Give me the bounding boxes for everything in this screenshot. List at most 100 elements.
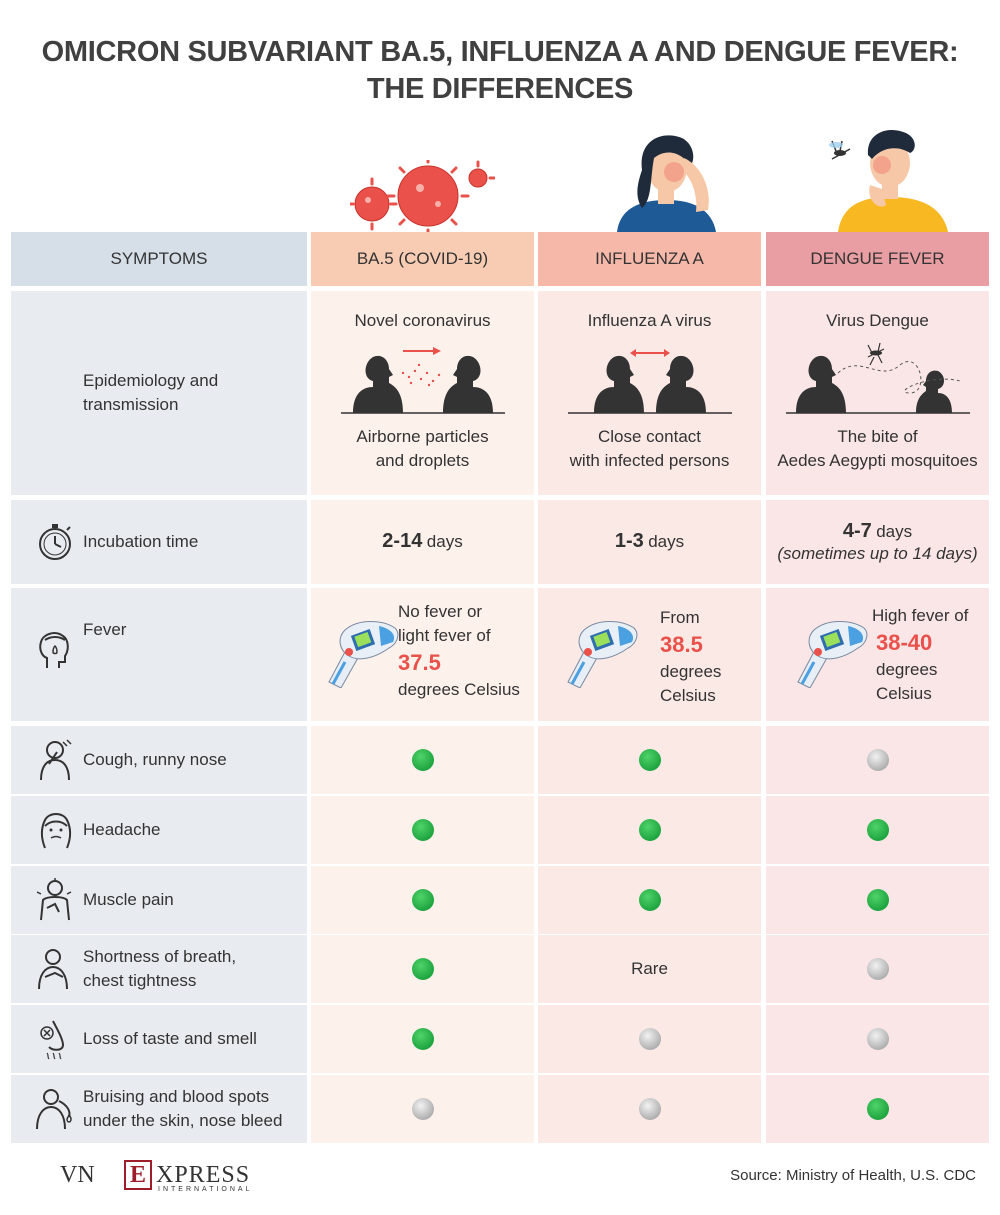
- symptom-col1-cell: [311, 935, 534, 1003]
- symptom-col2-cell: [538, 866, 761, 934]
- symptom-row-label: Cough, runny nose: [11, 726, 307, 794]
- row-epidemiology-label: Epidemiology and transmission: [11, 291, 307, 495]
- fever-influenza-line-2: degrees: [660, 662, 722, 681]
- fever-dengue-line-1: High fever of: [872, 606, 969, 625]
- symptom-col2-cell: [538, 1075, 761, 1143]
- symptom-col3-cell: [766, 935, 989, 1003]
- mosquito-bite-man-illustration: [829, 129, 948, 232]
- symptom-col3-cell: [766, 796, 989, 864]
- symptom-col1-cell: [311, 1005, 534, 1073]
- symptom-row-label: Headache: [11, 796, 307, 864]
- title-line-1: OMICRON SUBVARIANT BA.5, INFLUENZA A AND…: [41, 36, 959, 68]
- header-ba5: BA.5 (COVID-19): [311, 232, 534, 286]
- thermometer-icon: [328, 621, 399, 688]
- symptom-col3-cell: [766, 726, 989, 794]
- fever-label: Fever: [83, 620, 127, 639]
- symptom-col1-cell: [311, 796, 534, 864]
- headache-icon: [41, 813, 71, 849]
- incubation-dengue-unit: days: [876, 522, 913, 541]
- incubation-ba5-cell: 2-14 days: [311, 500, 534, 584]
- symptom-col2-cell: [538, 726, 761, 794]
- thermometer-icon: [567, 621, 638, 688]
- incubation-ba5-value: 2-14: [382, 530, 423, 552]
- symptom-label-line-1: Headache: [83, 820, 161, 839]
- fever-influenza-line-3: Celsius: [660, 686, 716, 705]
- epidemiology-dengue-mode-line-2: Aedes Aegypti mosquitoes: [777, 451, 978, 470]
- coronavirus-illustration: [350, 160, 495, 240]
- fever-dengue-line-2: degrees: [876, 660, 938, 679]
- absent-dot-icon: [866, 958, 889, 980]
- present-dot-icon: [411, 1028, 434, 1050]
- epidemiology-influenza-mode-line-2: with infected persons: [569, 451, 730, 470]
- header-dengue-label: DENGUE FEVER: [810, 249, 945, 268]
- absent-dot-icon: [866, 1028, 889, 1050]
- present-dot-icon: [411, 958, 434, 980]
- logo-vn: VN: [60, 1162, 95, 1188]
- incubation-influenza-cell: 1-3 days: [538, 500, 761, 584]
- epidemiology-dengue-agent: Virus Dengue: [826, 311, 929, 330]
- incubation-label: Incubation time: [83, 532, 199, 551]
- source-note: Source: Ministry of Health, U.S. CDC: [730, 1167, 976, 1184]
- nose-icon: [40, 1020, 65, 1060]
- logo-xpress: XPRESS: [156, 1162, 251, 1188]
- fever-influenza-value: 38.5: [660, 632, 703, 657]
- epidemiology-influenza-cell: Influenza A virus Close contact with inf…: [538, 291, 761, 495]
- symptom-col2-cell: [538, 796, 761, 864]
- title-line-2: THE DIFFERENCES: [366, 73, 634, 105]
- fever-dengue-line-3: Celsius: [876, 684, 932, 703]
- present-dot-icon: [638, 749, 661, 771]
- epidemiology-dengue-mode-line-1: The bite of: [837, 427, 918, 446]
- row-incubation-label: Incubation time: [11, 500, 307, 584]
- incubation-influenza-unit: days: [648, 532, 685, 551]
- incubation-dengue-cell: 4-7 days (sometimes up to 14 days): [766, 500, 989, 584]
- page-title: OMICRON SUBVARIANT BA.5, INFLUENZA A AND…: [0, 34, 1000, 108]
- fever-dengue-value: 38-40: [876, 630, 933, 655]
- incubation-ba5-unit: days: [426, 532, 463, 551]
- symptom-row-label: Loss of taste and smell: [11, 1005, 307, 1073]
- symptom-label-line-1: Muscle pain: [83, 890, 174, 909]
- header-ba5-label: BA.5 (COVID-19): [356, 249, 489, 268]
- present-dot-icon: [411, 819, 434, 841]
- mosquito-transmission-icon: [785, 343, 970, 414]
- symptom-row-label: Muscle pain: [11, 866, 307, 934]
- epidemiology-ba5-mode-line-2: and droplets: [375, 451, 470, 470]
- symptom-col2-cell: Rare: [538, 935, 761, 1003]
- headache-woman-illustration: [617, 135, 716, 232]
- symptom-label-line-2: under the skin, nose bleed: [83, 1111, 283, 1130]
- symptom-label-line-1: Bruising and blood spots: [83, 1087, 270, 1106]
- airborne-transmission-icon: [340, 347, 505, 414]
- symptom-col1-cell: [311, 726, 534, 794]
- fever-face-icon: [39, 632, 69, 668]
- epidemiology-label-line-2: transmission: [83, 395, 179, 414]
- present-dot-icon: [866, 889, 889, 911]
- chest-pain-icon: [38, 949, 68, 990]
- present-dot-icon: [638, 889, 661, 911]
- vnexpress-logo: VN E XPRESS INTERNATIONAL: [60, 1160, 280, 1194]
- fever-influenza-line-1: From: [660, 608, 700, 627]
- header-influenza-label: INFLUENZA A: [595, 249, 704, 268]
- fever-ba5-line-3: degrees Celsius: [398, 680, 520, 699]
- symptom-label-line-1: Shortness of breath,: [83, 947, 237, 966]
- incubation-influenza-value: 1-3: [614, 530, 644, 552]
- symptom-row-label: Bruising and blood spots under the skin,…: [11, 1075, 307, 1143]
- present-dot-icon: [411, 749, 434, 771]
- absent-dot-icon: [638, 1028, 661, 1050]
- epidemiology-influenza-mode-line-1: Close contact: [598, 427, 701, 446]
- fever-dengue-cell: High fever of 38-40 degrees Celsius: [766, 588, 989, 721]
- symptom-note: Rare: [631, 959, 668, 978]
- fever-ba5-line-1: No fever or: [398, 602, 483, 621]
- absent-dot-icon: [638, 1098, 661, 1120]
- incubation-dengue-value: 4-7: [842, 520, 872, 542]
- header-symptoms: SYMPTOMS: [11, 232, 307, 286]
- symptom-col3-cell: [766, 1075, 989, 1143]
- symptom-label-line-2: chest tightness: [83, 971, 197, 990]
- stopwatch-icon: [39, 524, 71, 560]
- row-fever-label: Fever: [11, 588, 307, 721]
- header-dengue: DENGUE FEVER: [766, 232, 989, 286]
- symptom-col3-cell: [766, 1005, 989, 1073]
- present-dot-icon: [866, 1098, 889, 1120]
- epidemiology-influenza-agent: Influenza A virus: [587, 311, 712, 330]
- symptom-col1-cell: [311, 1075, 534, 1143]
- fever-ba5-cell: No fever or light fever of 37.5 degrees …: [311, 588, 534, 721]
- fever-ba5-value: 37.5: [398, 650, 441, 675]
